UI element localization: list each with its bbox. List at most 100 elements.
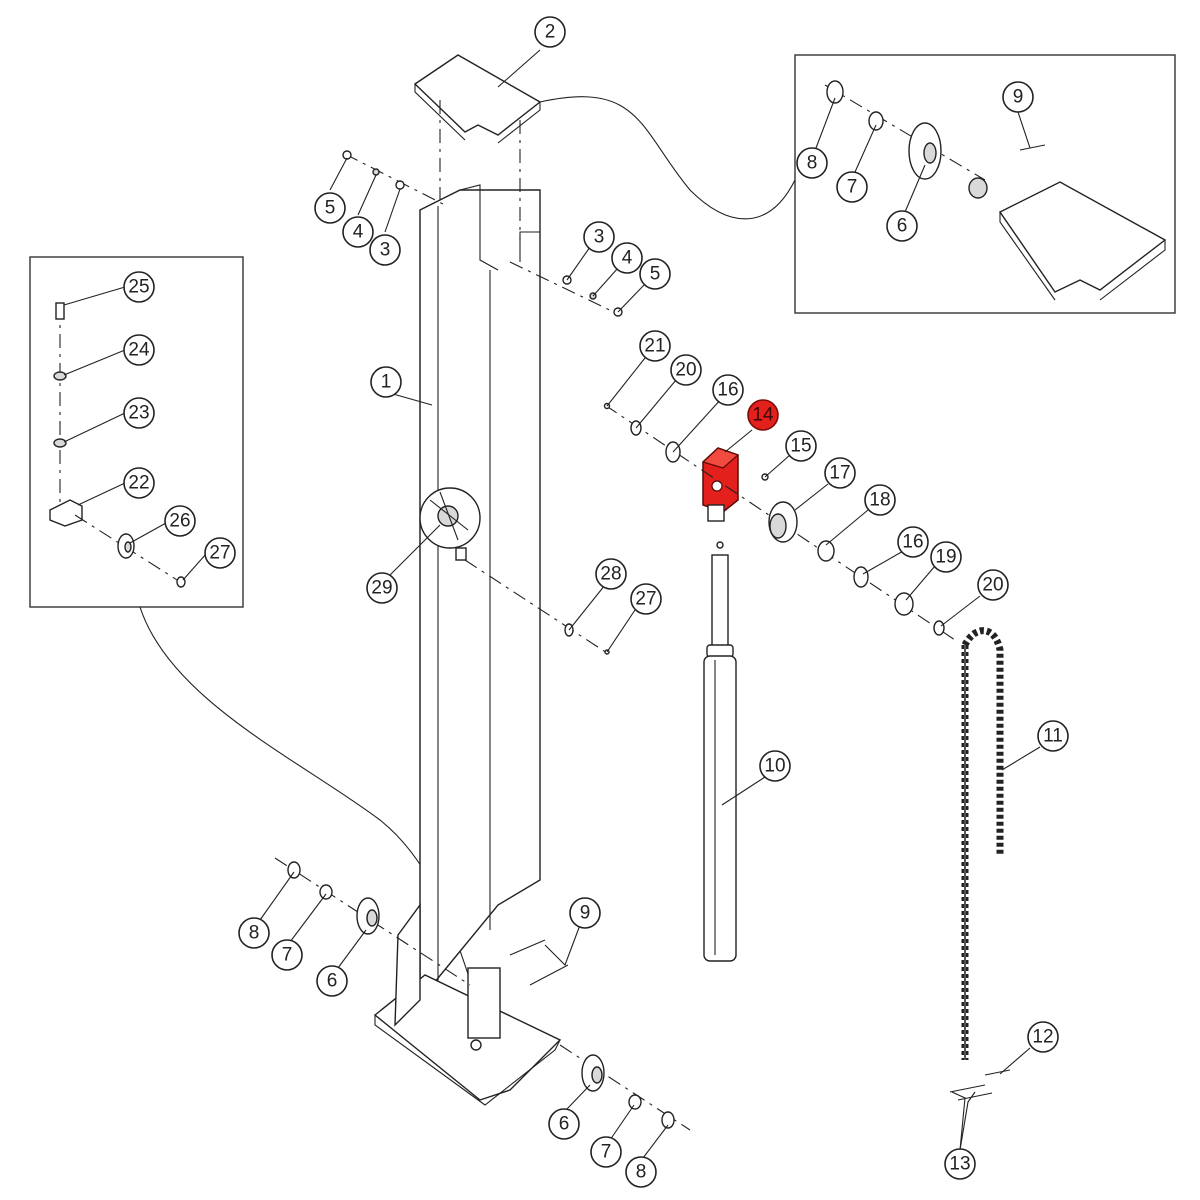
svg-text:21: 21 (644, 336, 665, 357)
svg-text:18: 18 (869, 490, 890, 511)
svg-text:13: 13 (949, 1154, 970, 1175)
svg-text:16: 16 (717, 380, 738, 401)
svg-text:2: 2 (545, 22, 556, 43)
part-4-nut-tl (372, 168, 380, 176)
part-9-pin-detail (1019, 144, 1046, 151)
callout-6-bottom-left: 6 (316, 965, 348, 997)
callout-9-detail: 9 (1002, 81, 1034, 113)
part-24-nut (53, 371, 67, 381)
callout-7-bottom-left: 7 (271, 939, 303, 971)
svg-text:7: 7 (282, 945, 293, 966)
callout-10: 10 (759, 750, 791, 782)
callout-21: 21 (639, 330, 671, 362)
svg-text:7: 7 (601, 1142, 612, 1163)
callout-29: 29 (366, 572, 398, 604)
svg-text:28: 28 (600, 564, 621, 585)
svg-text:20: 20 (982, 575, 1003, 596)
part-13-pin-a (949, 1084, 986, 1093)
svg-text:15: 15 (790, 436, 811, 457)
part-3-washer-tl (395, 180, 405, 190)
svg-text:17: 17 (829, 463, 850, 484)
upright-post (419, 184, 541, 1002)
part-7-spacer-detail (868, 111, 884, 131)
callout-11: 11 (1037, 720, 1069, 752)
callout-16-bottom: 16 (897, 526, 929, 558)
part-8-washer-br (661, 1111, 675, 1129)
callout-5-right: 5 (639, 258, 671, 290)
chain (961, 627, 1004, 1060)
callout-3-top-left: 3 (369, 234, 401, 266)
part-8-washer-bl (287, 861, 301, 879)
part-6-pulley-br (581, 1054, 605, 1092)
callout-14-highlighted: 14 (747, 399, 779, 431)
callout-2: 2 (534, 16, 566, 48)
part-13-pin-b (957, 1092, 993, 1101)
callout-24: 24 (123, 334, 155, 366)
callout-3-right: 3 (583, 221, 615, 253)
svg-text:14: 14 (752, 405, 774, 426)
top-plate-detail (968, 177, 1167, 301)
callout-5-top-left: 5 (314, 192, 346, 224)
svg-text:4: 4 (353, 222, 364, 243)
detail-connector-top (539, 96, 796, 220)
callout-1: 1 (370, 366, 402, 398)
callout-9-bottom: 9 (569, 897, 601, 929)
callout-20-top: 20 (670, 354, 702, 386)
svg-text:3: 3 (380, 240, 391, 261)
svg-text:1: 1 (381, 372, 392, 393)
svg-text:5: 5 (325, 198, 336, 219)
callout-28: 28 (595, 558, 627, 590)
callout-4-top-left: 4 (342, 216, 374, 248)
svg-text:16: 16 (902, 532, 923, 553)
callout-16-top: 16 (712, 374, 744, 406)
svg-text:8: 8 (249, 923, 260, 944)
svg-text:7: 7 (847, 177, 858, 198)
callout-6-bottom-right: 6 (548, 1108, 580, 1140)
base-plate (373, 902, 562, 1106)
part-19-bushing (894, 592, 914, 616)
svg-text:29: 29 (371, 578, 392, 599)
callout-15: 15 (785, 430, 817, 462)
part-26-wheel (117, 533, 135, 559)
callout-18: 18 (864, 484, 896, 516)
pulley-bracket (419, 487, 481, 561)
svg-text:20: 20 (675, 360, 696, 381)
part-7-spacer-br (628, 1094, 642, 1110)
bracket-part-14 (701, 447, 740, 522)
svg-text:6: 6 (327, 971, 338, 992)
callout-12: 12 (1027, 1021, 1059, 1053)
svg-text:11: 11 (1043, 726, 1063, 747)
svg-text:5: 5 (650, 264, 661, 285)
gas-spring (703, 541, 737, 962)
callout-25: 25 (123, 271, 155, 303)
callout-8-bottom-right: 8 (625, 1156, 657, 1188)
part-12-pin (984, 1069, 1011, 1076)
svg-text:12: 12 (1032, 1027, 1053, 1048)
svg-text:8: 8 (807, 153, 818, 174)
svg-text:27: 27 (209, 543, 230, 564)
callout-13: 13 (944, 1148, 976, 1180)
svg-text:9: 9 (580, 903, 591, 924)
callout-26: 26 (164, 505, 196, 537)
svg-text:24: 24 (128, 340, 150, 361)
svg-text:19: 19 (935, 547, 956, 568)
part-8-washer-detail (826, 80, 844, 104)
part-23-washer (53, 438, 67, 448)
svg-text:22: 22 (128, 473, 149, 494)
callout-27-detail: 27 (204, 537, 236, 569)
svg-text:26: 26 (169, 511, 190, 532)
part-5-bolt-tl (342, 150, 352, 160)
svg-text:8: 8 (636, 1162, 647, 1183)
svg-text:6: 6 (559, 1114, 570, 1135)
callout-7-detail: 7 (836, 171, 868, 203)
callout-17: 17 (824, 457, 856, 489)
part-20b-ring (933, 620, 945, 636)
callout-19: 19 (930, 541, 962, 573)
svg-text:10: 10 (764, 756, 785, 777)
part-7-spacer-bl (319, 884, 333, 900)
top-plate (413, 54, 542, 240)
callout-22: 22 (123, 467, 155, 499)
svg-text:9: 9 (1013, 87, 1024, 108)
svg-text:4: 4 (622, 248, 633, 269)
